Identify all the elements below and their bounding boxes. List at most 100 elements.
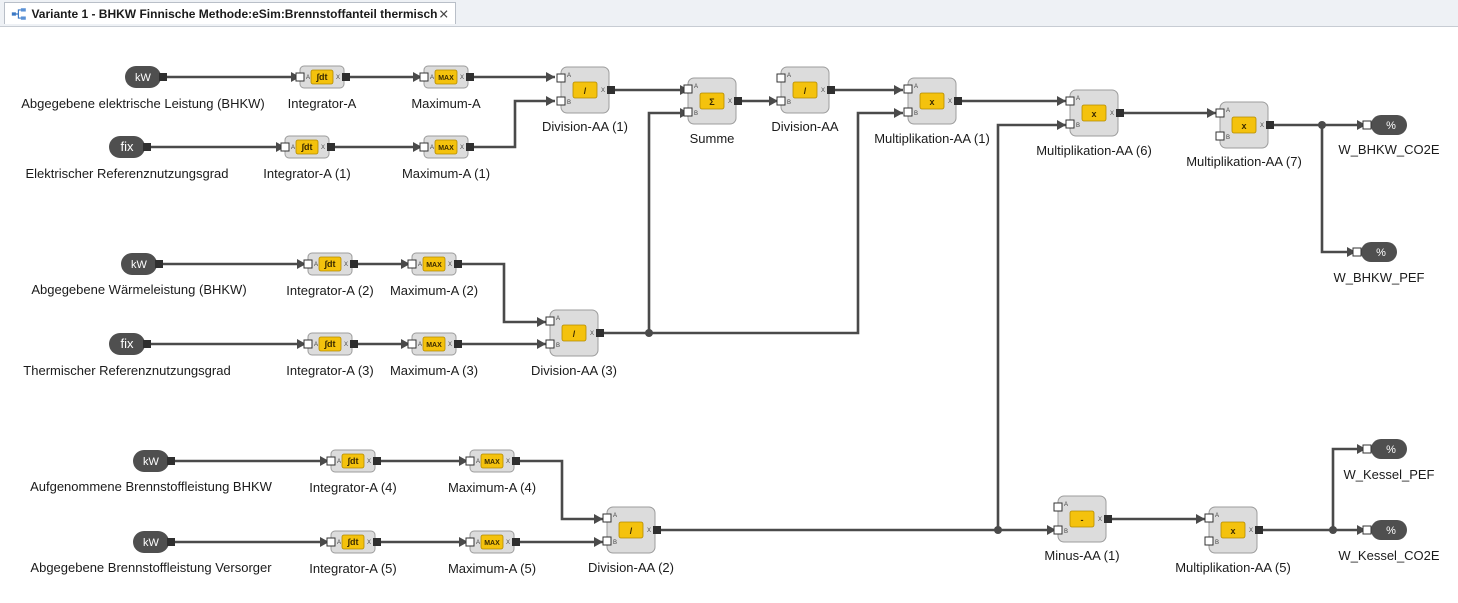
input-node-in2[interactable]: fix [109, 136, 151, 158]
output-port[interactable] [1255, 526, 1263, 534]
input-port-a[interactable] [280, 142, 290, 152]
input-port-a[interactable] [903, 84, 913, 94]
output-port[interactable] [466, 73, 474, 81]
output-port[interactable] [1266, 121, 1274, 129]
input-port-a[interactable] [1215, 108, 1225, 118]
input-port-a[interactable] [326, 456, 336, 466]
output-node-out2[interactable]: % [1352, 242, 1397, 262]
output-port[interactable] [373, 538, 381, 546]
output-port[interactable] [734, 97, 742, 105]
input-port-b[interactable] [545, 339, 555, 349]
input-port-b[interactable] [1215, 131, 1225, 141]
output-port[interactable] [143, 143, 151, 151]
input-node-in4[interactable]: fix [109, 333, 151, 355]
output-port[interactable] [454, 340, 462, 348]
input-port-a[interactable] [419, 142, 429, 152]
output-port[interactable] [155, 260, 163, 268]
input-port-b[interactable] [683, 107, 693, 117]
input-port[interactable] [1362, 120, 1372, 130]
input-node-in6[interactable]: kW [133, 531, 175, 553]
input-port-a[interactable] [683, 84, 693, 94]
input-node-in1[interactable]: kW [125, 66, 167, 88]
input-port-a[interactable] [326, 537, 336, 547]
input-node-in3[interactable]: kW [121, 253, 163, 275]
block-div_aa[interactable]: /ABX [776, 66, 835, 114]
input-port-b[interactable] [776, 96, 786, 106]
input-port-a[interactable] [556, 73, 566, 83]
input-port-b[interactable] [903, 107, 913, 117]
output-port[interactable] [1116, 109, 1124, 117]
block-div_aa3[interactable]: /ABX [545, 309, 604, 357]
close-icon[interactable] [438, 7, 450, 21]
input-port-a[interactable] [1204, 513, 1214, 523]
output-port[interactable] [512, 457, 520, 465]
input-port[interactable] [1362, 525, 1372, 535]
output-port[interactable] [954, 97, 962, 105]
input-port-b[interactable] [1204, 536, 1214, 546]
input-port-a[interactable] [1065, 96, 1075, 106]
input-port-a[interactable] [776, 73, 786, 83]
output-port[interactable] [327, 143, 335, 151]
output-port[interactable] [167, 538, 175, 546]
input-port-a[interactable] [1053, 502, 1063, 512]
output-port[interactable] [653, 526, 661, 534]
tab-diagram[interactable]: Variante 1 - BHKW Finnische Methode:eSim… [4, 2, 456, 24]
block-minus_aa1[interactable]: -ABX [1053, 495, 1112, 543]
output-port[interactable] [607, 86, 615, 94]
input-port-a[interactable] [295, 72, 305, 82]
output-port[interactable] [827, 86, 835, 94]
input-port-a[interactable] [602, 513, 612, 523]
output-port[interactable] [512, 538, 520, 546]
output-port[interactable] [167, 457, 175, 465]
output-port[interactable] [373, 457, 381, 465]
operator-symbol: x [1230, 526, 1235, 536]
output-node-out1[interactable]: % [1362, 115, 1407, 135]
block-div_aa1[interactable]: /ABX [556, 66, 615, 114]
output-port[interactable] [143, 340, 151, 348]
input-port-a[interactable] [419, 72, 429, 82]
operator-symbol: x [929, 97, 934, 107]
input-port-a[interactable] [465, 537, 475, 547]
input-port[interactable] [1362, 444, 1372, 454]
input-port-b[interactable] [1053, 525, 1063, 535]
input-port-b[interactable] [556, 96, 566, 106]
input-port-b[interactable] [602, 536, 612, 546]
output-port[interactable] [1104, 515, 1112, 523]
output-port[interactable] [350, 260, 358, 268]
input-port-a[interactable] [303, 259, 313, 269]
output-port[interactable] [159, 73, 167, 81]
input-port-a[interactable] [465, 456, 475, 466]
input-port-b[interactable] [1065, 119, 1075, 129]
block-div_aa2[interactable]: /ABX [602, 506, 661, 554]
input-port-a[interactable] [545, 316, 555, 326]
input-port-a[interactable] [303, 339, 313, 349]
output-port[interactable] [596, 329, 604, 337]
output-node-out3[interactable]: % [1362, 439, 1407, 459]
output-node-out4[interactable]: % [1362, 520, 1407, 540]
output-port[interactable] [466, 143, 474, 151]
output-port[interactable] [350, 340, 358, 348]
input-port-a[interactable] [407, 339, 417, 349]
input-port-a[interactable] [407, 259, 417, 269]
output-port[interactable] [454, 260, 462, 268]
input-node-in5[interactable]: kW [133, 450, 175, 472]
input-port[interactable] [1352, 247, 1362, 257]
output-port[interactable] [342, 73, 350, 81]
